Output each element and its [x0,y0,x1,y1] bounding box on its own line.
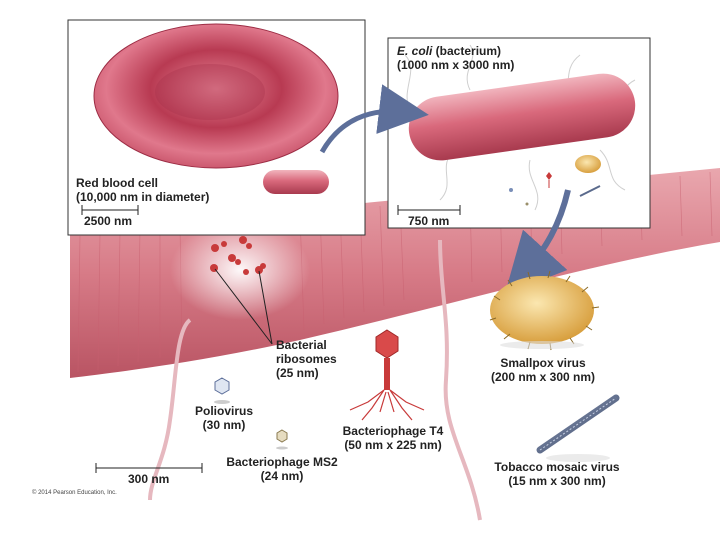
t4-label: Bacteriophage T4 (50 nm x 225 nm) [336,424,450,452]
ms2-label-line2: (24 nm) [260,469,304,483]
ecoli-label-rest: (bacterium) [432,44,502,58]
ribosomes-label-line2: ribosomes [276,352,337,366]
red-blood-cell-icon [94,24,338,168]
rbc-label-line1: Red blood cell [76,176,159,190]
rbc-label-line2: (10,000 nm in diameter) [76,190,210,204]
main-scale-label: 300 nm [128,472,170,486]
poliovirus-label: Poliovirus (30 nm) [182,404,266,432]
ecoli-label-line1: E. coli (bacterium) [397,44,514,58]
ecoli-label-italic: E. coli [397,44,433,58]
ecoli-scale-label: 750 nm [408,214,450,228]
smallpox-virus-icon [489,270,600,351]
flagellum [438,239,482,521]
ribosomes-label-line3: (25 nm) [276,366,319,380]
poliovirus-label-line2: (30 nm) [202,418,246,432]
smallpox-icon-small [575,155,601,173]
rbc-scale-label: 2500 nm [84,214,133,228]
ribosomes-label: Bacterial ribosomes (25 nm) [276,338,337,380]
arrow-right-icon [319,84,429,154]
ecoli-icon [408,73,636,161]
smallpox-label-line2: (200 nm x 300 nm) [490,370,596,384]
poliovirus-label-line1: Poliovirus [194,404,253,418]
ribosome-highlight [170,220,310,320]
smallpox-label-line1: Smallpox virus [500,356,586,370]
t4-label-line2: (50 nm x 225 nm) [344,438,442,452]
poliovirus-icon [214,377,230,404]
tobacco-mosaic-virus-icon [536,394,620,462]
ms2-icon-small [525,202,529,206]
ecoli-label-line2: (1000 nm x 3000 nm) [397,58,515,72]
copyright: © 2014 Pearson Education, Inc. [32,490,117,496]
ms2-label-line1: Bacteriophage MS2 [226,455,338,469]
polio-icon-small [509,188,513,192]
flagellum [148,318,192,501]
tmv-label-line2: (15 nm x 300 nm) [508,474,606,488]
tmv-label: Tobacco mosaic virus (15 nm x 300 nm) [490,460,624,488]
t4-label-line1: Bacteriophage T4 [342,424,444,438]
arrow-down-icon [504,189,571,295]
ribosomes-label-line1: Bacterial [276,338,327,352]
ribosome-icon-group [210,236,266,275]
small-ecoli-icon [263,170,329,194]
t4-icon-small [546,172,552,188]
ecoli-label: E. coli (bacterium) (1000 nm x 3000 nm) [397,44,514,72]
rbc-label: Red blood cell (10,000 nm in diameter) [76,176,209,204]
tmv-icon-small [579,185,601,197]
bacteriophage-t4-icon [349,329,425,421]
ms2-label: Bacteriophage MS2 (24 nm) [218,455,346,483]
bacteriophage-ms2-icon [276,429,288,450]
tmv-label-line1: Tobacco mosaic virus [494,460,620,474]
smallpox-label: Smallpox virus (200 nm x 300 nm) [484,356,602,384]
